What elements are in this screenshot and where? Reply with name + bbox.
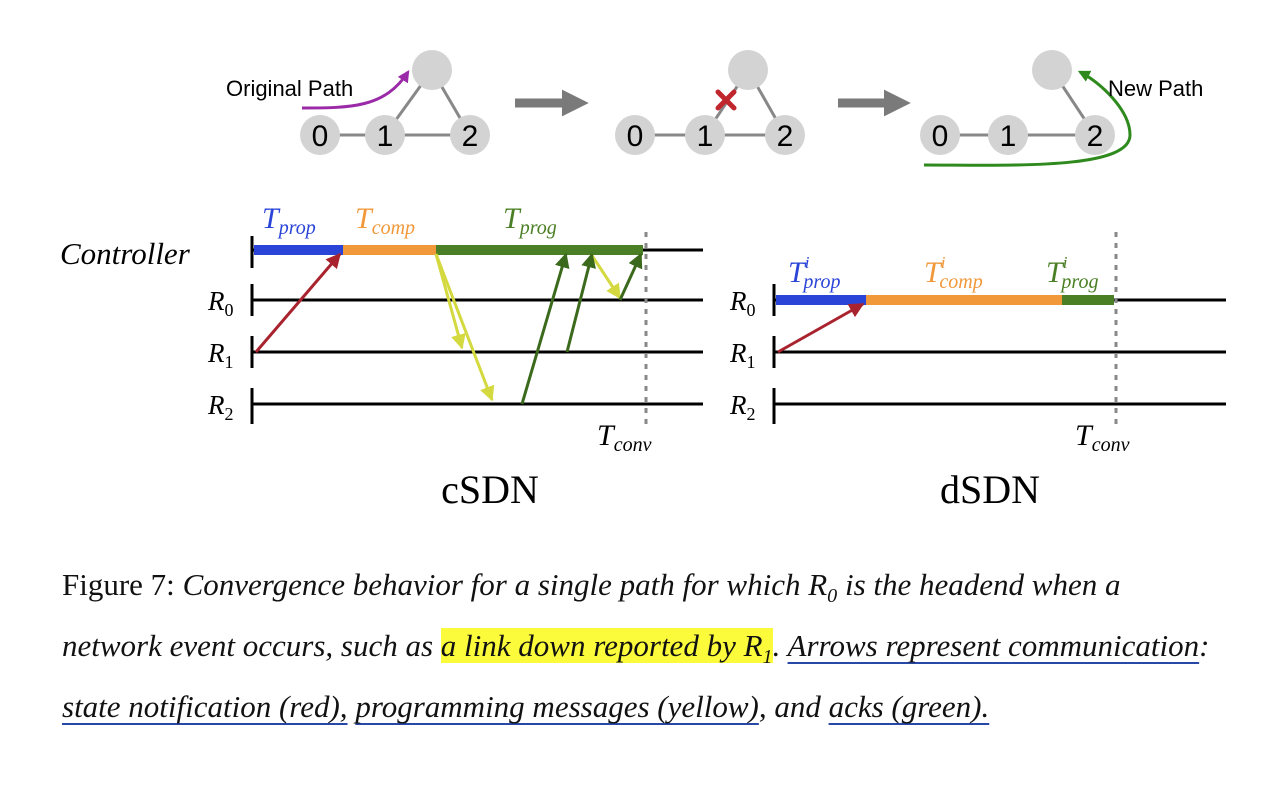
dsdn-title: dSDN [940, 467, 1040, 512]
node-0-label: 0 [312, 120, 329, 153]
t-prop-label: Tprop [262, 202, 316, 239]
new-path-label: New Path [1108, 76, 1203, 101]
r1-label: R1 [729, 338, 756, 372]
node-2-label: 2 [462, 120, 479, 153]
underlined-text: programming messages (yellow) [355, 689, 759, 725]
underlined-text: Arrows represent communication [787, 628, 1200, 664]
t-prog-label: Tprog [503, 202, 557, 239]
ack-arrow [520, 252, 570, 405]
node-1 [365, 115, 405, 155]
r2-label: R2 [207, 390, 234, 424]
notification-arrow [254, 252, 342, 353]
underlined-text: state notification (red), [62, 689, 348, 725]
original-path-label: Original Path [226, 76, 353, 101]
controller-label: Controller [60, 236, 191, 271]
r0-label: R0 [729, 286, 756, 320]
t-conv-label: Tconv [1075, 419, 1130, 456]
node-2 [450, 115, 490, 155]
node-0-label: 0 [932, 120, 949, 153]
node-1-label: 1 [377, 120, 394, 153]
caption-text: Convergence behavior for a single path f… [62, 567, 1210, 725]
node-0 [300, 115, 340, 155]
original-path-arrow [301, 69, 410, 110]
csdn-title: cSDN [441, 467, 539, 512]
programming-arrow [589, 253, 622, 300]
figure-label: Figure 7: [62, 567, 175, 602]
t-comp-label: Tcomp [355, 202, 415, 239]
node-0-label: 0 [627, 120, 644, 153]
csdn-timeline: Controller R0 R1 R2 Tprop Tcomp Tprog Tc… [60, 202, 703, 512]
node-1-label: 1 [1000, 120, 1017, 153]
topology-failure: 0 1 2 [615, 50, 805, 155]
figure-7-diagram: 0 1 2 Original Path 0 1 2 0 1 2 [60, 50, 1226, 512]
new-path-arrow [923, 70, 1132, 167]
node-2-label: 2 [777, 120, 794, 153]
ack-arrow [618, 252, 643, 301]
programming-arrow [434, 253, 466, 350]
r0-label: R0 [207, 286, 234, 320]
programming-arrow [434, 253, 495, 402]
node-top [412, 50, 452, 90]
topology-original: 0 1 2 Original Path [226, 50, 490, 155]
node-2-label: 2 [1087, 120, 1104, 153]
figure-caption: Figure 7: Convergence behavior for a sin… [62, 560, 1227, 732]
highlighted-text: a link down reported by R1 [440, 628, 773, 669]
t-conv-label: Tconv [597, 419, 652, 456]
r1-label: R1 [207, 338, 234, 372]
topology-new: 0 1 2 New Path [920, 50, 1203, 167]
link-failure-x-icon [715, 89, 737, 111]
underlined-text: acks (green). [828, 689, 990, 725]
r2-label: R2 [729, 390, 756, 424]
node-1-label: 1 [697, 120, 714, 153]
ack-arrow [565, 252, 596, 353]
notification-arrow [777, 302, 865, 354]
